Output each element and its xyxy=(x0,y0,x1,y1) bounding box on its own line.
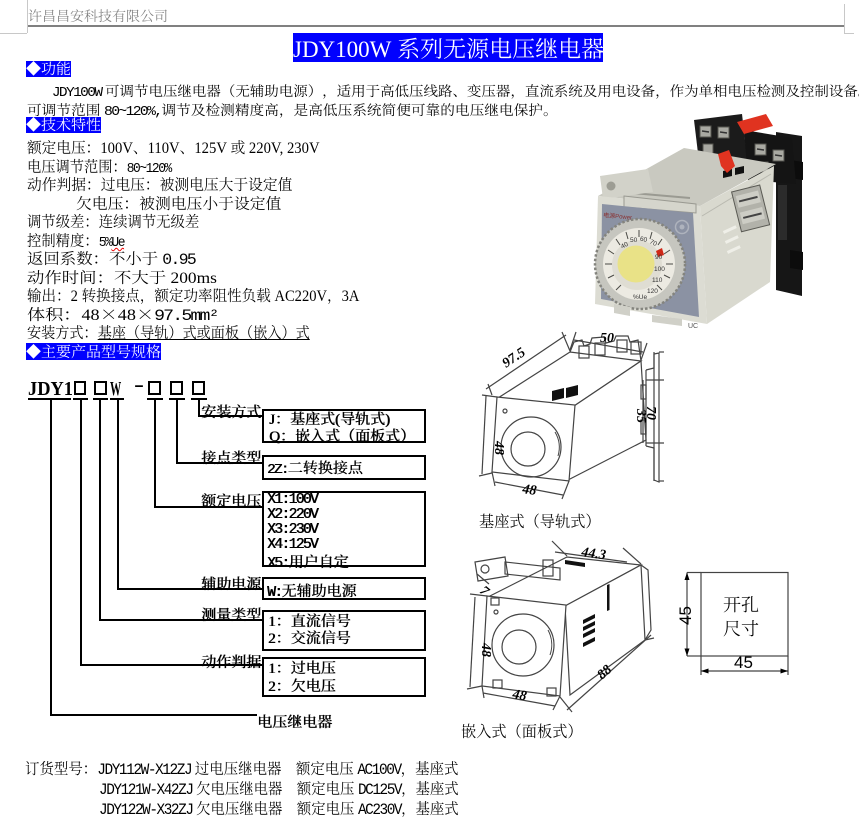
svg-text:48: 48 xyxy=(491,440,506,455)
svg-text:50: 50 xyxy=(630,237,638,244)
svg-text:90: 90 xyxy=(655,254,663,261)
svg-text:UC: UC xyxy=(688,323,698,330)
svg-text:100: 100 xyxy=(654,266,665,273)
svg-text:48: 48 xyxy=(478,642,493,657)
svg-text:44.3: 44.3 xyxy=(579,545,606,563)
svg-text:45: 45 xyxy=(676,606,695,625)
svg-text:40: 40 xyxy=(620,241,630,251)
svg-text:70: 70 xyxy=(648,238,658,248)
svg-text:48: 48 xyxy=(510,687,527,704)
svg-text:35: 35 xyxy=(633,408,648,423)
svg-text:48: 48 xyxy=(520,482,537,499)
svg-text:60: 60 xyxy=(639,236,648,244)
svg-text:%Ue: %Ue xyxy=(633,294,647,301)
svg-text:120: 120 xyxy=(647,288,658,295)
svg-text:电源Power: 电源Power xyxy=(603,211,633,221)
svg-text:97.5: 97.5 xyxy=(500,345,529,371)
svg-text:50: 50 xyxy=(600,331,614,346)
svg-text:110: 110 xyxy=(652,277,663,284)
svg-text:45: 45 xyxy=(734,653,753,672)
svg-text:70: 70 xyxy=(643,406,658,420)
